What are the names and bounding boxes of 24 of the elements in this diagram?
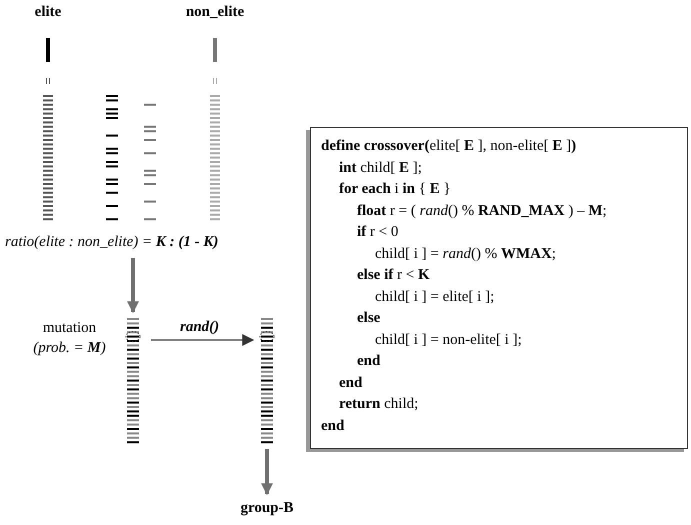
code-line: end	[356, 352, 382, 371]
code-line: end	[338, 374, 364, 392]
code-line: float r = ( rand() % RAND_MAX ) – M;	[356, 202, 608, 220]
code-line: return child;	[338, 395, 420, 414]
ratio-formula: ratio(elite : non_elite) = K : (1 - K)	[5, 234, 218, 250]
mutation-note: (prob. = M)	[32, 340, 107, 357]
arrow	[261, 449, 273, 496]
mutation-note: mutation	[42, 320, 98, 337]
code-line: child[ i ] = rand() % WMAX;	[374, 244, 557, 264]
code-line: else	[356, 309, 382, 328]
arrow	[127, 258, 139, 314]
arrow	[151, 334, 254, 346]
code-line: end	[320, 416, 346, 436]
column-heading: non_elite	[184, 4, 246, 21]
column-heading: elite	[34, 4, 62, 21]
group-label: group-B	[239, 500, 295, 517]
code-line: if r < 0	[356, 223, 400, 242]
code-line: child[ i ] = elite[ i ];	[374, 288, 496, 306]
edge-label: rand()	[180, 319, 220, 336]
code-line: child[ i ] = non-elite[ i ];	[374, 330, 523, 350]
code-line: int child[ E ];	[338, 158, 423, 178]
code-line: else if r < K	[356, 266, 431, 285]
code-line: define crossover(elite[ E ], non-elite[ E ])	[320, 137, 578, 156]
code-line: for each i in { E }	[338, 180, 452, 199]
